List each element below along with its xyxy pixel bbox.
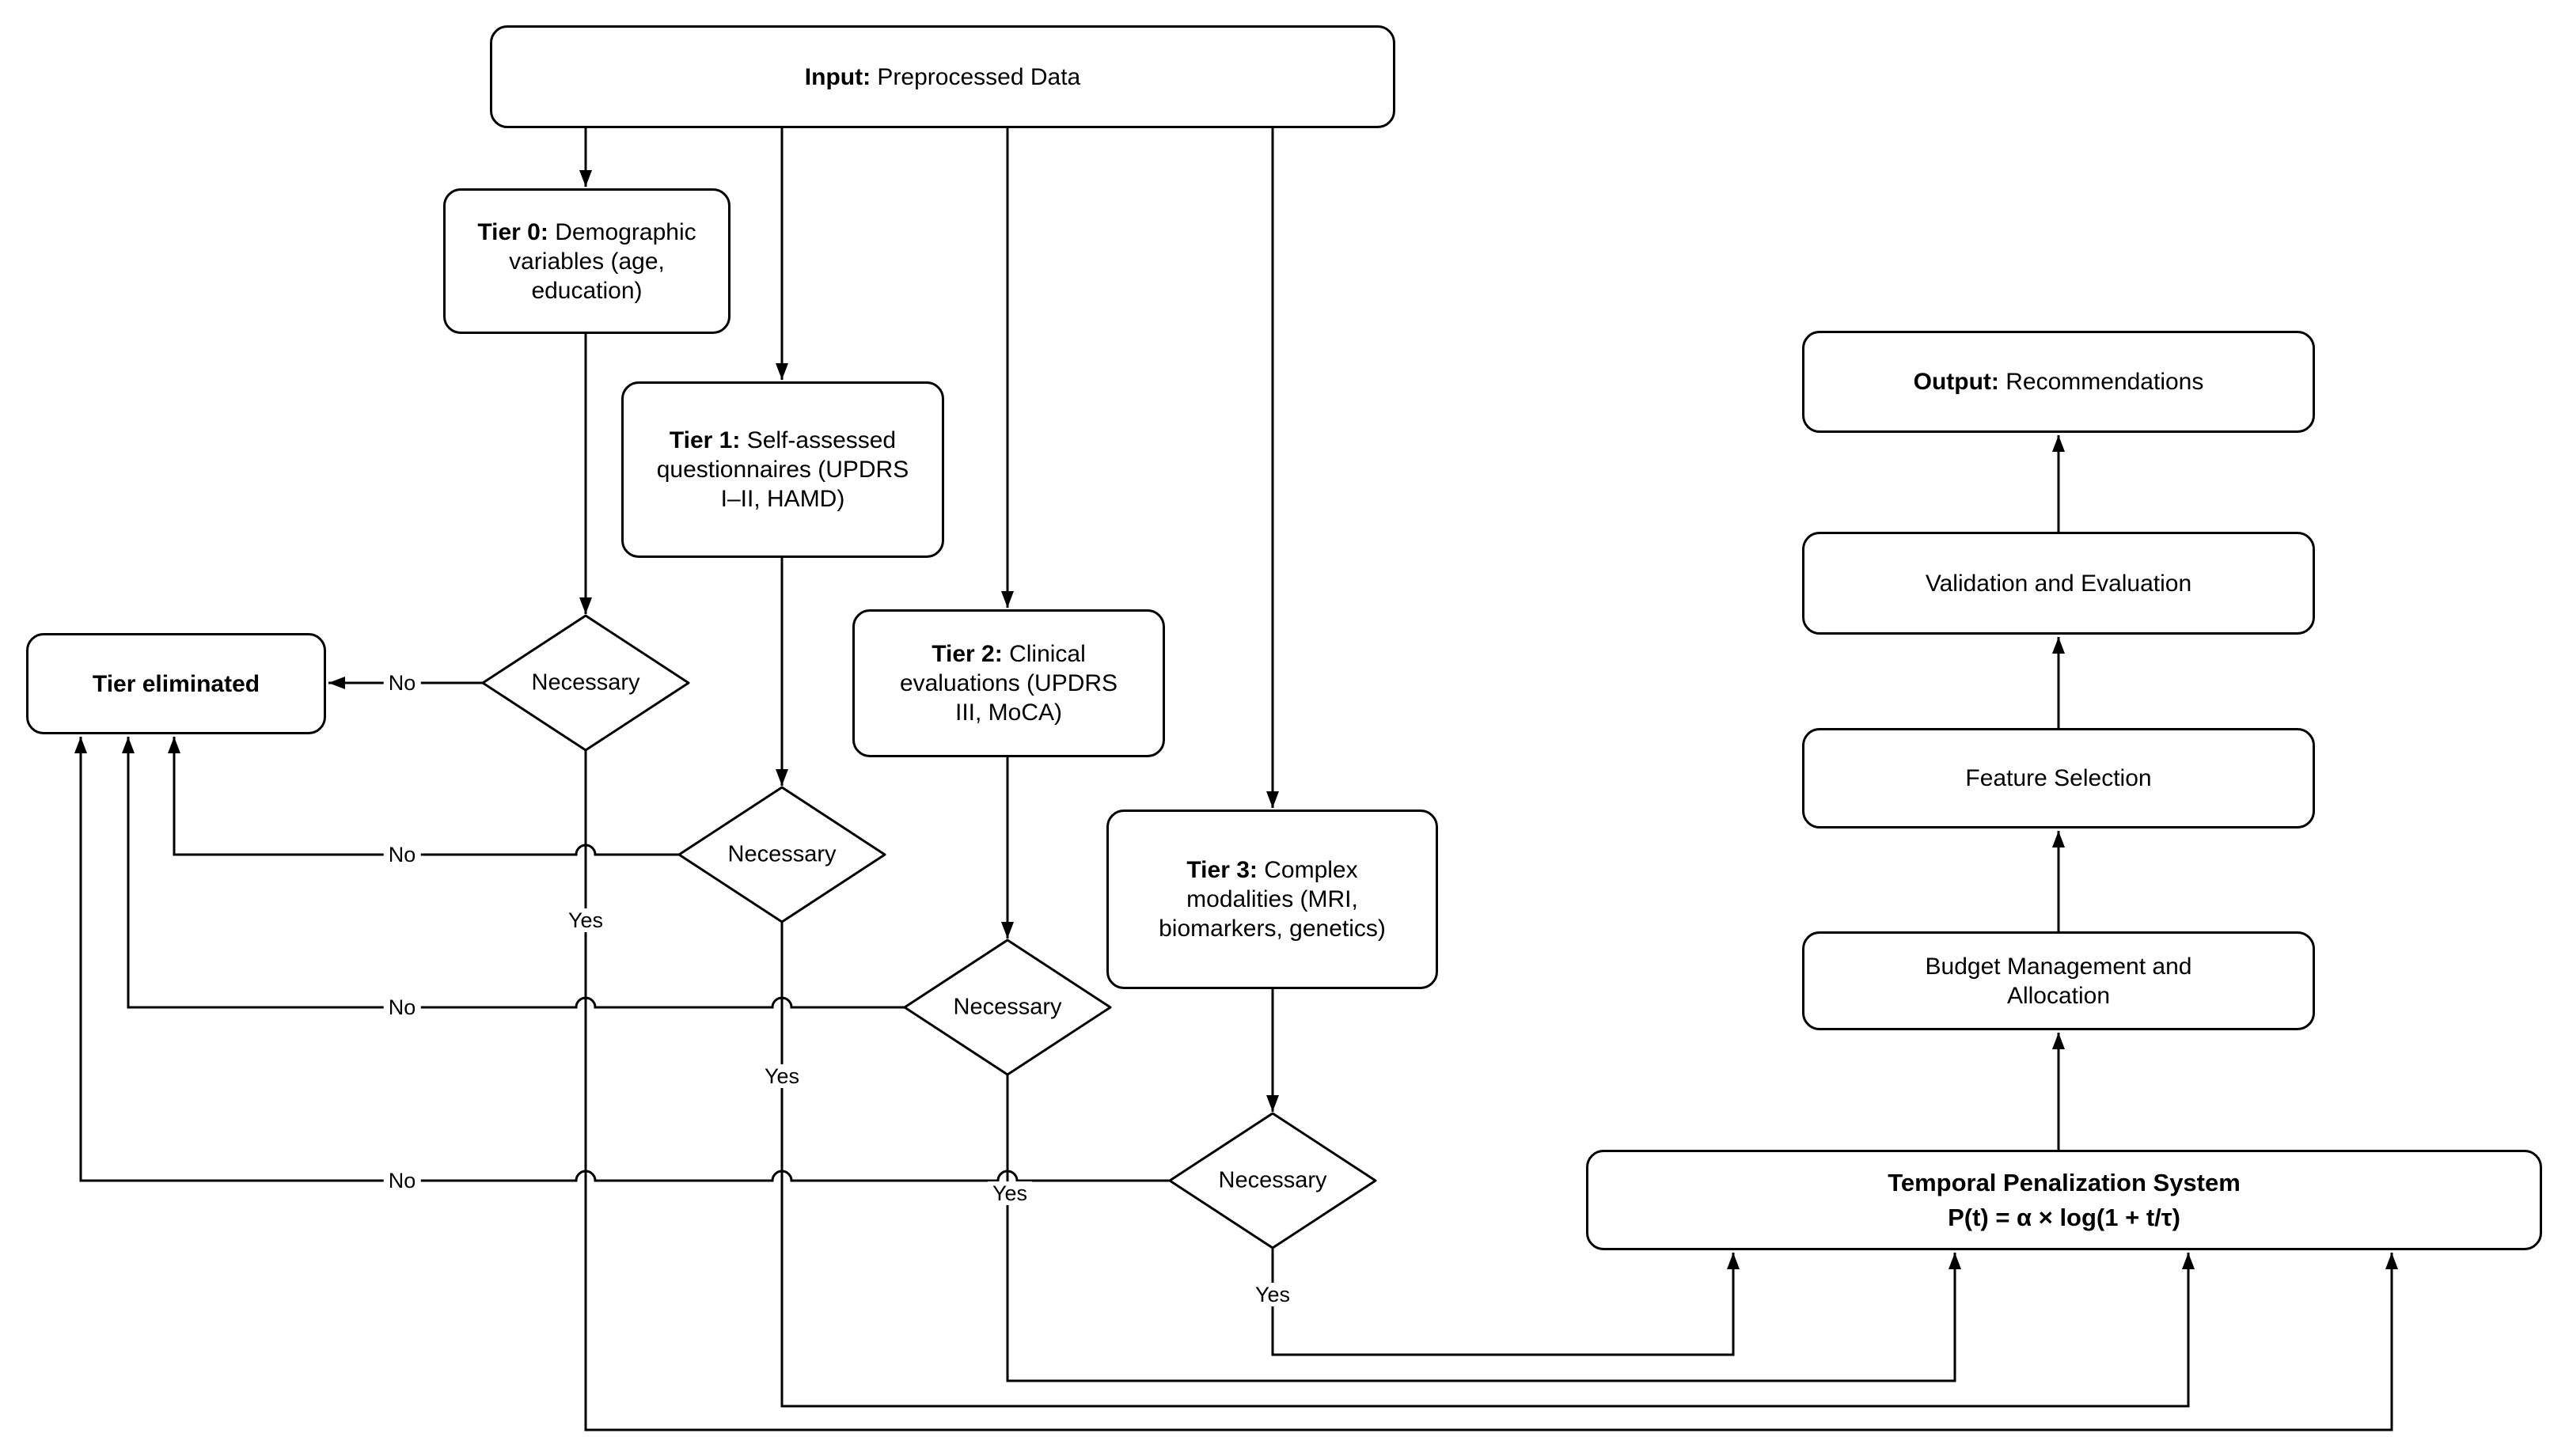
decision-tier0-label: Necessary	[531, 669, 640, 696]
node-input: Input: Preprocessed Data	[490, 25, 1395, 128]
node-tier3-label: Complex	[1257, 857, 1358, 883]
decision-tier0-shape	[481, 614, 690, 752]
node-feature-selection-label: Feature Selection	[1965, 765, 2152, 791]
decision-tier3-shape	[1168, 1112, 1377, 1249]
node-validation-label: Validation and Evaluation	[1925, 570, 2192, 597]
edge-label-no-tier0: No	[383, 671, 421, 695]
node-tier0: Tier 0: Demographic variables (age, educ…	[443, 188, 730, 334]
node-budget-management: Budget Management and Allocation	[1802, 931, 2315, 1030]
node-output-label: Recommendations	[1998, 369, 2204, 395]
node-tier3: Tier 3: Complex modalities (MRI, biomark…	[1106, 810, 1438, 989]
node-budget-line1: Budget Management and	[1925, 953, 2192, 980]
node-output-label-bold: Output:	[1913, 369, 1999, 395]
node-input-label-bold: Input:	[804, 63, 871, 90]
node-tier3-line2: modalities (MRI,	[1186, 886, 1358, 912]
decision-tier2-shape	[903, 938, 1112, 1076]
node-tier1: Tier 1: Self-assessed questionnaires (UP…	[621, 381, 944, 558]
edge-yes-decision2-to-temporal	[1006, 1075, 1961, 1382]
node-tier-eliminated: Tier eliminated	[26, 633, 326, 734]
node-tier2-line2: evaluations (UPDRS	[899, 670, 1118, 696]
edge-yes-decision0-to-temporal	[584, 750, 2398, 1431]
node-budget-line2: Allocation	[2006, 982, 2111, 1009]
node-tier2-label-bold: Tier 2:	[932, 641, 1003, 667]
decision-tier2-label: Necessary	[953, 994, 1062, 1020]
edge-no-decision2-to-eliminated	[122, 737, 905, 1009]
edge-label-yes-tier3: Yes	[1250, 1283, 1296, 1306]
node-tier2-label: Clinical	[1002, 641, 1086, 667]
node-tier0-line2: variables (age,	[509, 248, 665, 275]
node-tier2-line3: III, MoCA)	[954, 700, 1062, 726]
node-validation: Validation and Evaluation	[1802, 532, 2315, 635]
node-tier0-label-bold: Tier 0:	[477, 218, 548, 245]
node-temporal-penalization: Temporal Penalization System P(t) = α × …	[1586, 1150, 2542, 1250]
node-tier1-line2: questionnaires (UPDRS	[656, 457, 909, 483]
edge-yes-decision1-to-temporal	[780, 922, 2195, 1408]
node-tier3-line3: biomarkers, genetics)	[1159, 916, 1386, 942]
edge-label-yes-tier2: Yes	[987, 1181, 1033, 1205]
edge-yes-decision3-to-temporal	[1271, 1248, 1740, 1356]
edge-label-yes-tier0: Yes	[563, 908, 609, 932]
edge-no-decision1-to-eliminated	[168, 737, 679, 856]
node-tier1-label-bold: Tier 1:	[669, 427, 741, 453]
node-tier3-label-bold: Tier 3:	[1186, 857, 1258, 883]
decision-tier3-label: Necessary	[1218, 1167, 1327, 1193]
node-tier0-line3: education)	[531, 277, 643, 304]
node-output: Output: Recommendations	[1802, 331, 2315, 433]
node-temporal-formula: P(t) = α × log(1 + t/τ)	[1948, 1203, 2180, 1231]
node-tier1-label: Self-assessed	[740, 427, 897, 453]
node-tier1-line3: I–II, HAMD)	[720, 486, 845, 512]
edge-label-no-tier2: No	[383, 995, 421, 1019]
node-tier0-label: Demographic	[548, 218, 696, 245]
edge-label-no-tier1: No	[383, 843, 421, 866]
decision-tier1-shape	[677, 786, 886, 923]
edge-label-yes-tier1: Yes	[759, 1064, 805, 1088]
edge-label-no-tier3: No	[383, 1169, 421, 1192]
node-temporal-line1: Temporal Penalization System	[1888, 1168, 2241, 1196]
node-tier-eliminated-label: Tier eliminated	[92, 670, 260, 697]
node-input-label: Preprocessed Data	[871, 63, 1081, 90]
decision-tier1-label: Necessary	[727, 841, 837, 867]
node-feature-selection: Feature Selection	[1802, 728, 2315, 828]
node-tier2: Tier 2: Clinical evaluations (UPDRS III,…	[852, 609, 1165, 757]
